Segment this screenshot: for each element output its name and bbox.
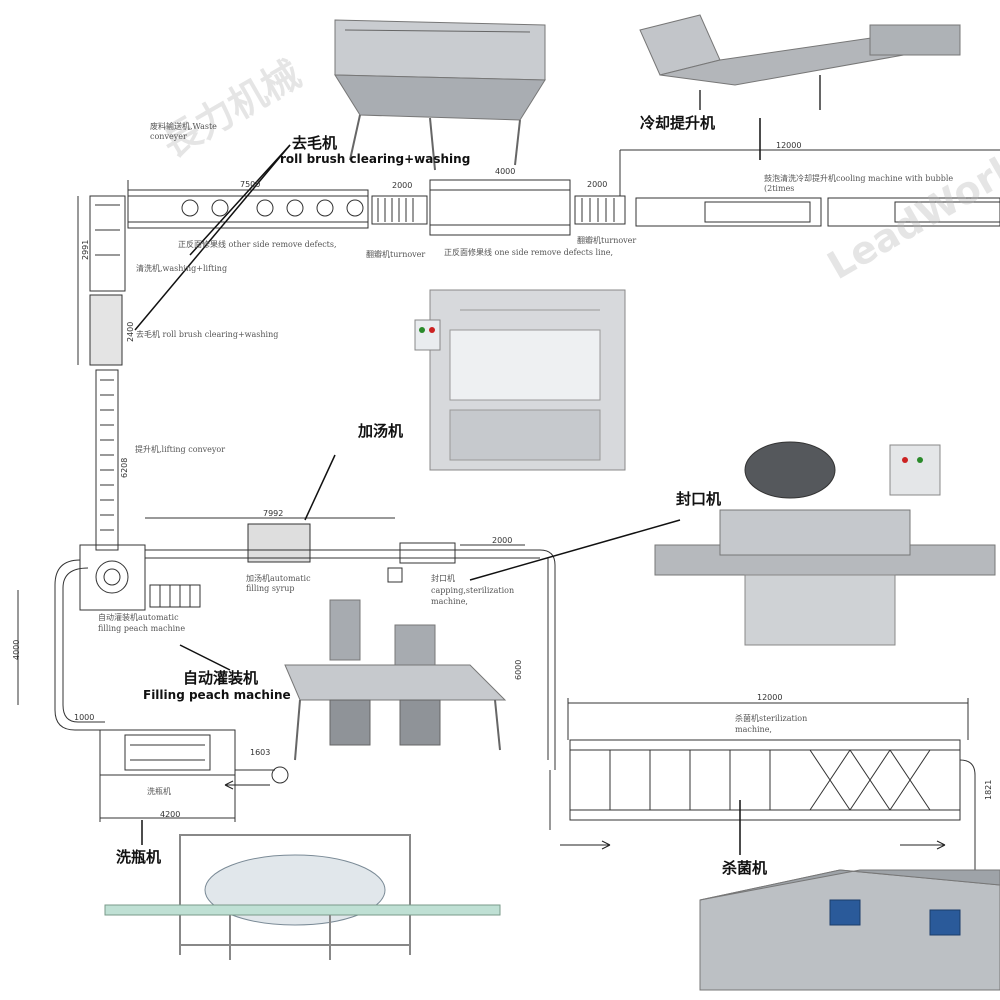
cooling-title-cn: 冷却提升机 [640,114,716,132]
syrup-label-2: filling syrup [246,584,295,593]
syrup-label-1: 加汤机automatic [246,574,311,583]
steril-label-1: 杀菌机sterilization [735,714,808,723]
turnover-label-2: 翻瓣机turnover [577,236,637,245]
dim-4000: 4000 [495,167,516,176]
filler-label-1: 自动灌装机automatic [98,613,179,622]
top-line [127,149,1000,236]
filling-title-cn: 自动灌装机 [183,669,259,687]
dim-12000: 12000 [776,141,802,150]
washing-lifting-label: 清洗机,washing+lifting [136,264,228,273]
other-side-label: 正反面修果线 other side remove defects, [178,240,337,249]
turnover-label-1: 翻瓣机turnover [366,250,426,259]
lifting-label: 提升机,lifting conveyor [135,445,226,454]
filling-title-en: Filling peach machine [143,688,291,702]
brush-title-en: roll brush clearing+washing [280,152,471,166]
dim-2000c: 2000 [492,536,513,545]
dim-4000v: 4000 [12,639,21,660]
filler-label-2: filling peach machine [98,624,186,633]
brush-title-cn: 去毛机 [292,134,338,152]
dim-12000b: 12000 [757,693,783,702]
capping-label-3: machine, [431,597,468,606]
dim-7500: 7500 [240,180,261,189]
pointer-lines[interactable] [134,118,761,855]
one-side-label: 正反面修果线 one side remove defects line, [444,248,614,257]
brush-clear-label: 去毛机 roll brush clearing+washing [136,330,279,339]
dim-4200: 4200 [160,810,181,819]
dim-1821: 1821 [984,779,993,800]
waste-label: 废料输送机,Waste [150,122,217,131]
bottle-washer [99,729,289,822]
capping-label-1: 封口机 [431,574,455,583]
dim-7992: 7992 [263,509,284,518]
left-column [77,195,126,551]
syrup-title-cn: 加汤机 [358,422,404,440]
dim-2000a: 2000 [392,181,413,190]
dim-2400: 2400 [126,321,135,342]
waste-label-2: conveyer [150,132,187,141]
cooling-label-2: (2times [764,184,795,193]
dim-2000b: 2000 [587,180,608,189]
capping-label-2: capping,sterilization [431,586,515,595]
middle-line [17,517,556,770]
steril-title-cn: 杀菌机 [722,859,768,877]
dim-2991: 2991 [81,239,90,260]
dim-1000: 1000 [74,713,95,722]
steril-label-2: machine, [735,725,772,734]
dim-6000: 6000 [514,659,523,680]
bottle-title-cn: 洗瓶机 [116,848,162,866]
dim-1603: 1603 [250,748,271,757]
photo-bottle-washer [104,834,501,960]
photo-filling-machine [284,599,507,761]
dim-6208: 6208 [120,457,129,478]
capping-title-cn: 封口机 [676,490,722,508]
photo-cooling-elevator [639,14,961,110]
photo-capping-machine [654,441,996,646]
photo-syrup-filler [414,289,626,471]
photo-sterilizer [699,869,1000,991]
sterilizer [549,698,976,890]
cooling-label: 鼓泡清洗冷却提升机cooling machine with bubble [764,174,954,183]
photo-brush-machine [334,19,546,171]
bottle-label: 洗瓶机 [147,787,171,796]
flow-arrows [224,780,946,850]
